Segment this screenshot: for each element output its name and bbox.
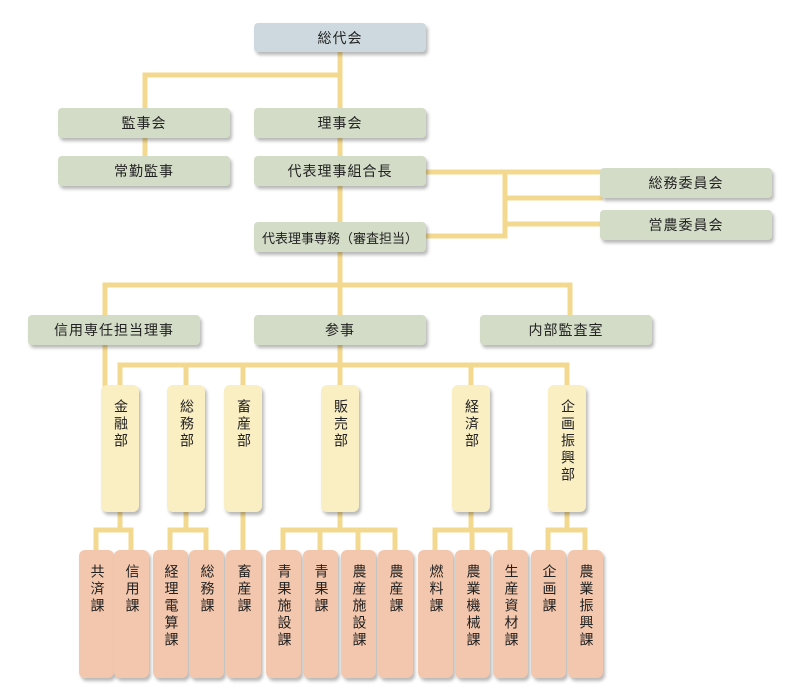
section-seisan-shizai: 生産資材課: [493, 550, 528, 678]
section-seika-shisetsu: 青果施設課: [266, 550, 301, 678]
section-label: 企画課: [540, 564, 557, 615]
node-somu-iinkai: 総務委員会: [600, 168, 772, 198]
node-kumiaicho: 代表理事組合長: [254, 156, 426, 186]
node-jokin-kanji: 常勤監事: [58, 156, 230, 186]
section-seika: 青果課: [303, 550, 338, 678]
section-label: 農業振興課: [577, 564, 594, 649]
node-sodaikai: 総代会: [254, 23, 426, 52]
dept-chikusan: 畜産部: [224, 385, 262, 512]
dept-label: 企画振興部: [559, 399, 575, 484]
section-label: 燃料課: [427, 564, 444, 615]
node-label: 代表理事組合長: [287, 164, 393, 180]
section-keiri-densan: 経理電算課: [153, 550, 188, 678]
section-nogyo-kikai: 農業機械課: [455, 550, 490, 678]
section-label: 農業機械課: [464, 564, 481, 649]
section-nenryo: 燃料課: [418, 550, 453, 678]
node-label: 監事会: [121, 116, 167, 132]
node-label: 信用専任担当理事: [54, 323, 174, 339]
section-label: 生産資材課: [502, 564, 519, 649]
node-label: 常勤監事: [114, 164, 174, 180]
node-shinyo-riji: 信用専任担当理事: [28, 315, 200, 345]
dept-keizai: 経済部: [452, 385, 490, 512]
section-nogyo-shinko: 農業振興課: [568, 550, 603, 678]
node-kanjikai: 監事会: [58, 108, 230, 138]
node-rijikai: 理事会: [254, 108, 426, 138]
section-label: 農産課: [387, 564, 404, 615]
dept-label: 経済部: [463, 399, 479, 450]
section-label: 共済課: [88, 564, 105, 615]
dept-kikaku-shinko: 企画振興部: [548, 385, 586, 512]
section-shinyo: 信用課: [114, 550, 149, 678]
section-nousan: 農産課: [378, 550, 413, 678]
dept-kinyu: 金融部: [101, 385, 139, 512]
dept-label: 総務部: [178, 399, 194, 450]
dept-somu: 総務部: [167, 385, 205, 512]
node-senmu: 代表理事専務（審査担当）: [254, 222, 426, 252]
section-label: 青果課: [312, 564, 329, 615]
dept-label: 販売部: [332, 399, 348, 450]
node-label: 理事会: [317, 116, 363, 132]
dept-label: 金融部: [112, 399, 128, 450]
dept-label: 畜産部: [235, 399, 251, 450]
node-label: 営農委員会: [648, 218, 724, 234]
section-label: 信用課: [123, 564, 140, 615]
section-kikaku: 企画課: [531, 550, 566, 678]
section-label: 農産施設課: [350, 564, 367, 649]
node-label: 総務委員会: [648, 176, 724, 192]
node-sanji: 参事: [254, 315, 426, 345]
node-naibu-kansa: 内部監査室: [480, 315, 652, 345]
section-nousan-shisetsu: 農産施設課: [341, 550, 376, 678]
section-somu: 総務課: [189, 550, 224, 678]
node-einou-iinkai: 営農委員会: [600, 210, 772, 240]
section-kyosai: 共済課: [79, 550, 114, 678]
node-label: 内部監査室: [528, 323, 604, 339]
node-label: 代表理事専務（審査担当）: [261, 231, 418, 247]
node-label: 総代会: [317, 30, 363, 47]
section-label: 青果施設課: [275, 564, 292, 649]
section-label: 総務課: [198, 564, 215, 615]
section-label: 経理電算課: [162, 564, 179, 649]
node-label: 参事: [325, 323, 355, 339]
section-label: 畜産課: [235, 564, 252, 615]
section-chikusan: 畜産課: [226, 550, 261, 678]
dept-hanbai: 販売部: [321, 385, 359, 512]
